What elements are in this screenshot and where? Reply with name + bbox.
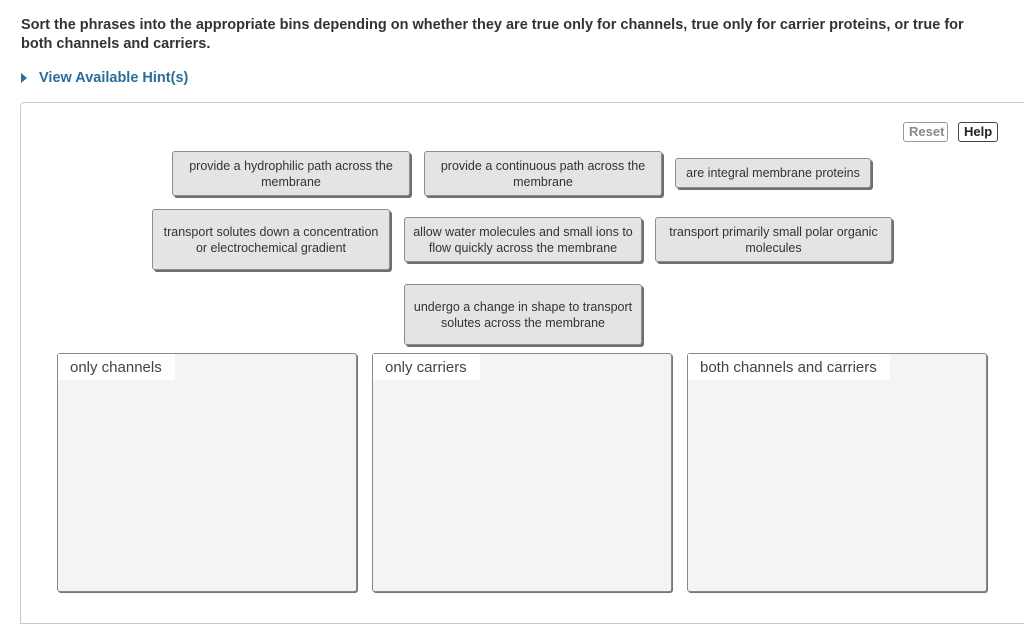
help-button[interactable]: Help: [958, 122, 998, 142]
question-text: Sort the phrases into the appropriate bi…: [21, 17, 964, 52]
phrase-chip-shape-change[interactable]: undergo a change in shape to transport s…: [404, 284, 642, 345]
phrase-chip-down-gradient[interactable]: transport solutes down a concentration o…: [152, 209, 390, 270]
phrase-chip-integral-proteins[interactable]: are integral membrane proteins: [675, 158, 871, 188]
phrase-chip-water-small-ions[interactable]: allow water molecules and small ions to …: [404, 217, 642, 262]
bin-label-only-channels: only channels: [58, 354, 175, 380]
phrase-chip-small-polar-molecules[interactable]: transport primarily small polar organic …: [655, 217, 892, 262]
bin-both[interactable]: both channels and carriers: [687, 353, 987, 592]
bin-label-both: both channels and carriers: [688, 354, 890, 380]
phrase-chip-hydrophilic-path[interactable]: provide a hydrophilic path across the me…: [172, 151, 410, 196]
bin-label-only-carriers: only carriers: [373, 354, 480, 380]
caret-right-icon: [21, 73, 27, 83]
phrase-chip-continuous-path[interactable]: provide a continuous path across the mem…: [424, 151, 662, 196]
bin-only-carriers[interactable]: only carriers: [372, 353, 672, 592]
view-hints-toggle[interactable]: View Available Hint(s): [21, 68, 188, 88]
reset-button[interactable]: Reset: [903, 122, 948, 142]
bin-only-channels[interactable]: only channels: [57, 353, 357, 592]
view-hints-label: View Available Hint(s): [39, 70, 189, 86]
